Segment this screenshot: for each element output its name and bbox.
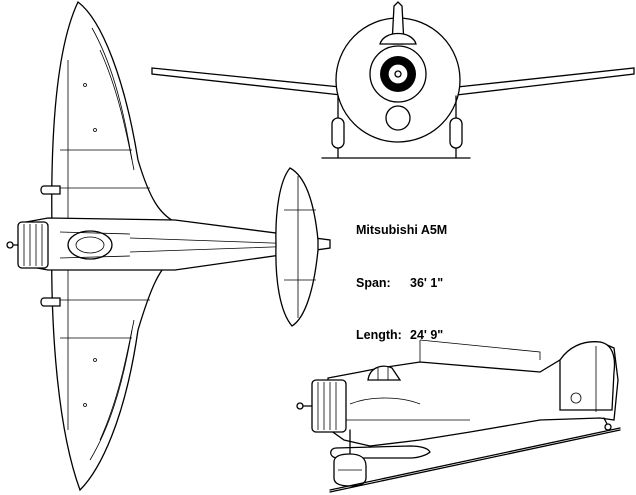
aircraft-caption: Mitsubishi A5M Span: 36' 1" Length: 24' 9" [356, 187, 447, 362]
side-view [296, 339, 621, 493]
span-value: 36' 1" [410, 275, 444, 290]
top-view-tailplane [275, 167, 319, 327]
aircraft-name: Mitsubishi A5M [356, 223, 448, 237]
span-label: Span: [356, 275, 391, 290]
front-view [151, 1, 635, 159]
length-value: 24' 9" [410, 328, 444, 342]
length-label: Length: [356, 328, 402, 342]
span-row: Span: 36' 1" [356, 275, 447, 293]
length-row: Length: 24' 9" [356, 327, 447, 345]
top-view [6, 1, 331, 492]
